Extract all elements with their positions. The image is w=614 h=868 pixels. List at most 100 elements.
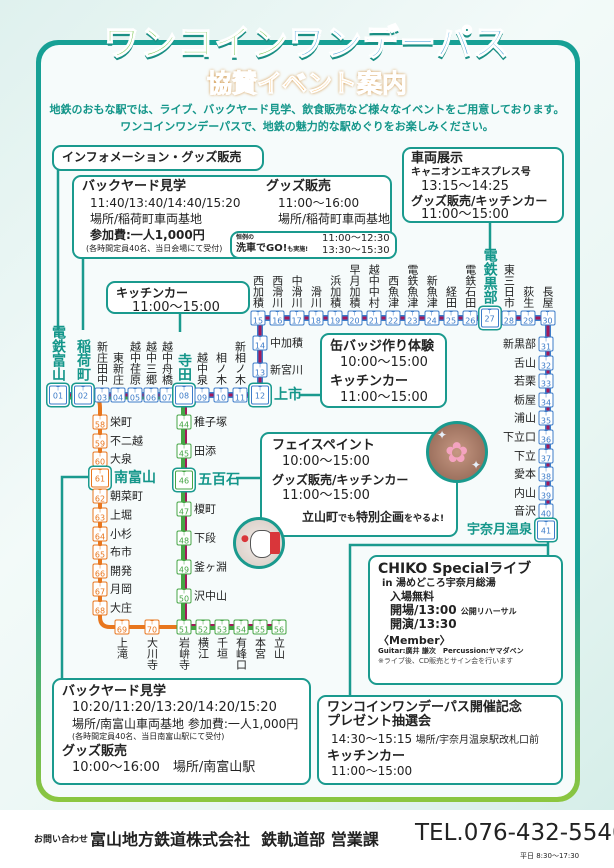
station-name-27: 電鉄黒部 xyxy=(481,248,498,304)
gohyakkoku-box: フェイスペイント 10:00〜15:00 グッズ販売/キッチンカー 11:00〜… xyxy=(260,432,458,537)
wash-time-2: 13:30〜15:30 xyxy=(322,245,390,256)
line-prefix: T xyxy=(526,311,530,318)
line-prefix: T xyxy=(256,311,260,318)
line-prefix: T xyxy=(219,388,223,395)
station-number: 52 xyxy=(197,625,209,635)
line-prefix: T xyxy=(544,467,548,474)
goods-time: 11:00〜16:00 xyxy=(278,196,360,210)
station-number: 38 xyxy=(540,472,552,482)
station-name-04: 東新庄 xyxy=(111,352,125,385)
station-name-03: 新庄田中 xyxy=(95,341,109,385)
station-number: 65 xyxy=(94,550,106,560)
line-prefix: T xyxy=(449,311,453,318)
station-number: 40 xyxy=(540,509,552,519)
station-number: 66 xyxy=(94,569,106,579)
station-number: 39 xyxy=(540,491,552,501)
line-prefix: T xyxy=(239,620,243,627)
station-name-31: 新黒部 xyxy=(503,337,536,351)
line-prefix: T xyxy=(258,620,262,627)
kitchen-title: キッチンカー xyxy=(327,748,406,764)
station-number: 22 xyxy=(388,316,399,326)
kurobe-box: 車両展示 キャニオンエキスプレス号 13:15〜14:25 グッズ販売/キッチン… xyxy=(402,147,564,223)
station-number: 61 xyxy=(94,474,106,484)
station-name-16: 西滑川 xyxy=(270,275,284,308)
wash-time-1: 11:00〜12:30 xyxy=(322,233,390,244)
station-number: 44 xyxy=(178,420,190,430)
backyard-fee: 参加費:一人1,000円 xyxy=(90,228,205,242)
station-name-60: 大泉 xyxy=(110,452,132,466)
station-name-32: 舌山 xyxy=(514,356,536,370)
live-venue: in 湯めどころ宇奈月総湯 xyxy=(382,577,496,589)
station-name-13: 新宮川 xyxy=(270,363,303,377)
station-number: 58 xyxy=(94,420,106,430)
line-prefix: T xyxy=(182,415,186,422)
vehicle-exhibit-title: 車両展示 xyxy=(411,151,464,166)
line-prefix: T xyxy=(544,504,548,511)
line-prefix: T xyxy=(258,386,262,393)
station-name-08: 寺田 xyxy=(176,353,192,381)
station-name-09: 越中泉 xyxy=(195,352,209,385)
station-name-23: 電鉄魚津 xyxy=(405,264,419,308)
backyard-note: (各時間定員40名、当日会場にて受付) xyxy=(86,244,223,253)
station-number: 48 xyxy=(178,536,190,546)
line-prefix: T xyxy=(544,486,548,493)
goods-title: グッズ販売 xyxy=(266,179,332,194)
station-name-51: 岩峅寺 xyxy=(177,637,191,670)
station-name-06: 越中三郷 xyxy=(144,341,158,385)
sparkle-icon: ✦ xyxy=(437,428,448,442)
line-prefix: T xyxy=(275,311,279,318)
company-name: 富山地方鉄道株式会社 鉄軌道部 営業課 xyxy=(90,830,379,849)
goods-line: 10:00〜16:00 場所/南富山駅 xyxy=(72,759,256,775)
open-time: 開場/13:00 xyxy=(390,602,457,617)
kamiichi-box: 缶バッジ作り体験 10:00〜15:00 キッチンカー 11:00〜15:00 xyxy=(320,333,447,408)
station-name-18: 滑川 xyxy=(309,286,323,308)
station-name-24: 新魚津 xyxy=(425,275,439,308)
line-prefix: T xyxy=(391,311,395,318)
station-number: 59 xyxy=(94,439,106,449)
station-name-29: 荻生 xyxy=(521,286,535,308)
line-prefix: T xyxy=(182,560,186,567)
description-line-1: 地鉄のおもな駅では、ライブ、バックヤード見学、飲食販売など様々なイベントをご用意… xyxy=(49,103,565,116)
line-prefix: T xyxy=(544,449,548,456)
line-prefix: T xyxy=(98,415,102,422)
backyard-times: 10:20/11:20/13:20/14:20/15:20 xyxy=(72,700,277,716)
mascot-photo: ● xyxy=(233,517,285,569)
line-prefix: T xyxy=(352,311,357,318)
station-number: 69 xyxy=(116,625,128,635)
line-prefix: T xyxy=(507,311,511,318)
line-prefix: T xyxy=(98,582,102,589)
line-prefix: T xyxy=(295,311,299,318)
station-name-56: 立山 xyxy=(272,637,286,659)
station-number: 15 xyxy=(252,316,264,326)
line-prefix: T xyxy=(98,601,102,608)
station-number: 16 xyxy=(272,316,283,326)
station-name-53: 千垣 xyxy=(215,637,229,659)
train-name: キャニオンエキスプレス号 xyxy=(411,167,531,178)
station-number: 24 xyxy=(426,316,437,326)
station-number: 46 xyxy=(178,476,190,486)
lottery-title-1: ワンコインワンデーパス開催記念 xyxy=(327,700,522,715)
station-name-38: 愛本 xyxy=(514,467,536,481)
station-number: 29 xyxy=(523,316,534,326)
line-prefix: T xyxy=(81,386,85,393)
backyard-title: バックヤード見学 xyxy=(62,684,167,699)
station-number: 30 xyxy=(542,316,553,326)
